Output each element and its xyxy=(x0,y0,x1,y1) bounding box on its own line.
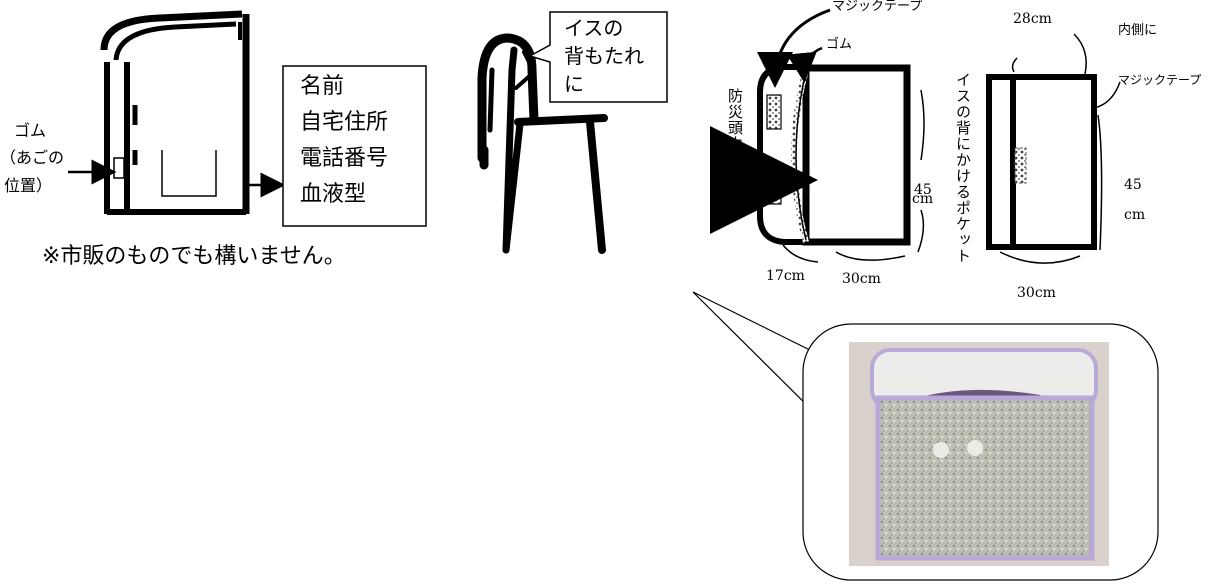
front-magic-tape-label: マジックテープ xyxy=(832,0,923,14)
bubble-line2: 背もたれ xyxy=(564,44,644,68)
front-height-value: 45 xyxy=(914,182,932,198)
gomu-label: ゴム xyxy=(14,121,47,140)
chair-diagram xyxy=(477,33,608,254)
back-top-width-label: 28cm xyxy=(1013,11,1052,27)
namebox-line-phone: 電話番号 xyxy=(300,146,389,171)
bubble-line1: イスの xyxy=(564,16,624,40)
chair-speech-bubble xyxy=(528,11,668,103)
namebox-line-name: 名前 xyxy=(300,74,345,99)
insert-hood-label: 防災頭巾を入れる xyxy=(726,88,744,216)
hood-diagram xyxy=(100,10,250,215)
front-depth-label: 17cm xyxy=(766,268,805,284)
back-width-label: 30cm xyxy=(1017,285,1056,301)
bubble-line3: に xyxy=(564,72,584,96)
chin-label-line2: 位置） xyxy=(4,176,53,195)
back-height-value: 45 xyxy=(1124,177,1142,193)
back-magic-tape-label: マジックテープ xyxy=(1118,73,1202,87)
chair-back-pocket-label: イスの背にかけるポケット xyxy=(954,72,972,264)
chin-label-line1: （あごの xyxy=(0,148,65,167)
pocket-back-diagram xyxy=(986,33,1121,264)
namebox-line-blood: 血液型 xyxy=(300,182,367,207)
namebox xyxy=(282,65,427,227)
commercial-note: ※市販のものでも構いません。 xyxy=(42,244,346,269)
namebox-line-address: 自宅住所 xyxy=(300,110,389,135)
front-width-label: 30cm xyxy=(842,271,881,287)
front-gomu-label: ゴム xyxy=(826,37,853,52)
front-height-unit: cm xyxy=(912,191,934,207)
back-height-unit: cm xyxy=(1124,207,1146,223)
back-inside-label: 内側に xyxy=(1118,23,1158,38)
pocket-photo xyxy=(849,342,1109,566)
